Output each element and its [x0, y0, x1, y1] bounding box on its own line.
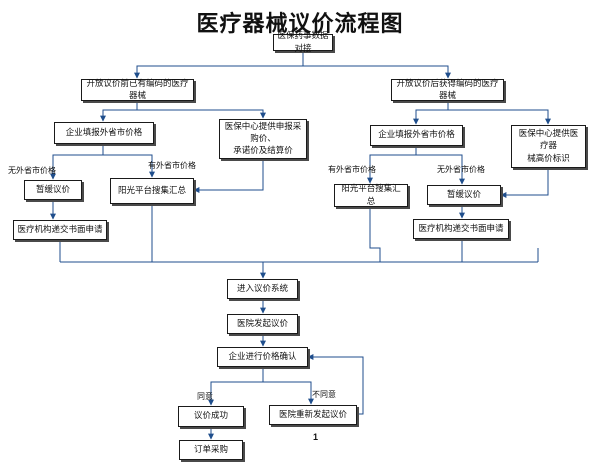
node-left-report-prices: 企业填报外省市价格 [54, 122, 154, 144]
node-new-code-devices: 开放议价后获得编码的医疗器械 [391, 79, 504, 101]
edge-dock-to-newcode [303, 65, 451, 79]
edge-ceiling-to-sunshine [193, 159, 264, 193]
node-right-hospital-apply: 医疗机构递交书面申请 [413, 219, 509, 239]
node-left-hospital-apply: 医疗机构递交书面申请 [13, 220, 107, 240]
edge-right-to-hold [416, 154, 465, 185]
node-left-sunshine-platform: 阳光平台搜集汇总 [110, 178, 194, 204]
page-title: 医疗器械议价流程图 [196, 12, 404, 37]
edge-right-to-sunshine [367, 154, 416, 184]
label-left-no-price: 无外省市价格 [8, 166, 56, 175]
edge-renegotiate-loop [307, 354, 364, 415]
node-hospital-renegotiates: 医院重新发起议价 [269, 405, 357, 425]
page-number: 1 [313, 432, 319, 442]
edge-coded-to-ceiling [137, 109, 266, 119]
node-enter-system: 进入议价系统 [227, 279, 298, 299]
edge-left-to-hold [50, 154, 103, 180]
label-right-has-price: 有外省市价格 [328, 165, 376, 174]
edge-newcode-to-ceiling [448, 109, 551, 125]
label-right-no-price: 无外省市价格 [437, 165, 485, 174]
label-left-has-price: 有外省市价格 [148, 161, 196, 170]
node-negotiation-success: 议价成功 [178, 406, 244, 427]
node-company-confirms: 企业进行价格确认 [217, 347, 308, 367]
node-data-docking: 医保药事数据对接 [273, 31, 333, 54]
edge-confirm-to-success [208, 381, 263, 406]
node-right-suspend: 暂缓议价 [427, 185, 501, 205]
label-disagree: 不同意 [312, 390, 336, 399]
edge-confirm-to-renegotiate [263, 381, 314, 405]
edge-right-sunshine-to-merge [369, 207, 381, 262]
node-right-sunshine-platform: 阳光平台搜集汇总 [334, 184, 408, 207]
edge-ceiling-to-hold [500, 168, 549, 198]
label-agree: 同意 [197, 392, 213, 401]
edge-dock-to-coded [134, 65, 303, 79]
node-hospital-initiates: 医院发起议价 [227, 314, 298, 334]
node-right-report-prices: 企业填报外省市价格 [370, 125, 463, 146]
edge-coded-to-report [100, 109, 137, 122]
node-order-purchase: 订单采购 [179, 440, 243, 460]
node-coded-devices: 开放议价前已有编码的医疗器械 [81, 79, 194, 101]
edge-left-to-sunshine [103, 154, 155, 178]
node-right-high-price-flag: 医保中心提供医疗器 械高价标识 [511, 125, 586, 168]
node-left-suspend: 暂缓议价 [24, 180, 82, 200]
edge-newcode-to-report [413, 109, 448, 125]
node-left-ceiling-prices: 医保中心提供申报采购价、 承诺价及结算价 [219, 119, 307, 159]
